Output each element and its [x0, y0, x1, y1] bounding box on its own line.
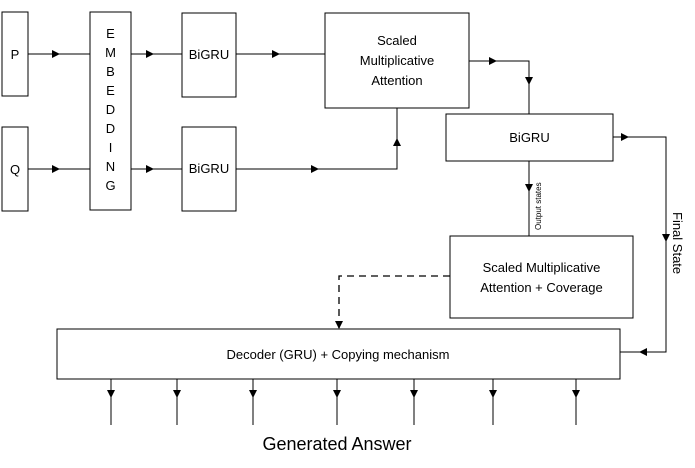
bigru-encoder-label: BiGRU: [509, 130, 549, 145]
arrow-icon: [311, 165, 319, 173]
arrow-icon: [52, 165, 60, 173]
arrow-icon: [335, 321, 343, 329]
p-input-node: P: [1, 11, 29, 97]
coverage-attention-line: Attention + Coverage: [480, 280, 603, 295]
output-states-label: Output states: [534, 182, 543, 230]
arrow-icon: [662, 234, 670, 242]
p-label: P: [11, 47, 20, 62]
decoder-label: Decoder (GRU) + Copying mechanism: [227, 347, 450, 362]
arrow-icon: [52, 50, 60, 58]
arrow-icon: [572, 390, 580, 398]
arrow-icon: [525, 184, 533, 192]
q-label: Q: [10, 162, 20, 177]
attention-line: Scaled: [377, 33, 417, 48]
generated-answer-label: Generated Answer: [262, 434, 411, 454]
embedding-letter: M: [105, 45, 116, 60]
bigru-passage-label: BiGRU: [189, 47, 229, 62]
edge-coverage-decoder: [338, 275, 450, 329]
embedding-node: E M B E D D I N G: [89, 11, 132, 211]
q-input-node: Q: [1, 126, 29, 212]
embedding-letter: E: [106, 83, 115, 98]
arrow-icon: [489, 57, 497, 65]
bigru-question-label: BiGRU: [189, 161, 229, 176]
decoder-node: Decoder (GRU) + Copying mechanism: [56, 328, 621, 380]
embedding-letter: E: [106, 26, 115, 41]
arrow-icon: [393, 138, 401, 146]
arrow-icon: [410, 390, 418, 398]
attention-line: Attention: [371, 73, 422, 88]
coverage-attention-node: Scaled Multiplicative Attention + Covera…: [449, 235, 634, 319]
embedding-letter: N: [106, 159, 115, 174]
arrow-icon: [249, 390, 257, 398]
arrow-icon: [621, 133, 629, 141]
arrow-icon: [173, 390, 181, 398]
arrow-icon: [525, 77, 533, 85]
arrow-icon: [489, 390, 497, 398]
embedding-letter: G: [105, 178, 115, 193]
edge-bigru-bottom-attention: [236, 108, 398, 170]
embedding-letter: B: [106, 64, 115, 79]
arrow-icon: [333, 390, 341, 398]
arrow-icon: [146, 165, 154, 173]
decoder-outputs: [107, 379, 580, 425]
bigru-passage-node: BiGRU: [181, 12, 237, 98]
arrow-icon: [107, 390, 115, 398]
bigru-question-node: BiGRU: [181, 126, 237, 212]
scaled-attention-node: Scaled Multiplicative Attention: [324, 12, 470, 109]
coverage-attention-line: Scaled Multiplicative: [483, 260, 601, 275]
embedding-letter: I: [109, 140, 113, 155]
arrow-icon: [146, 50, 154, 58]
arrow-icon: [272, 50, 280, 58]
edge-attention-bigru-encoder: [469, 60, 530, 114]
final-state-label: Final State: [670, 212, 685, 274]
attention-line: Multiplicative: [360, 53, 434, 68]
arrow-icon: [639, 348, 647, 356]
bigru-encoder-node: BiGRU: [445, 113, 614, 162]
embedding-letter: D: [106, 102, 115, 117]
embedding-letter: D: [106, 121, 115, 136]
